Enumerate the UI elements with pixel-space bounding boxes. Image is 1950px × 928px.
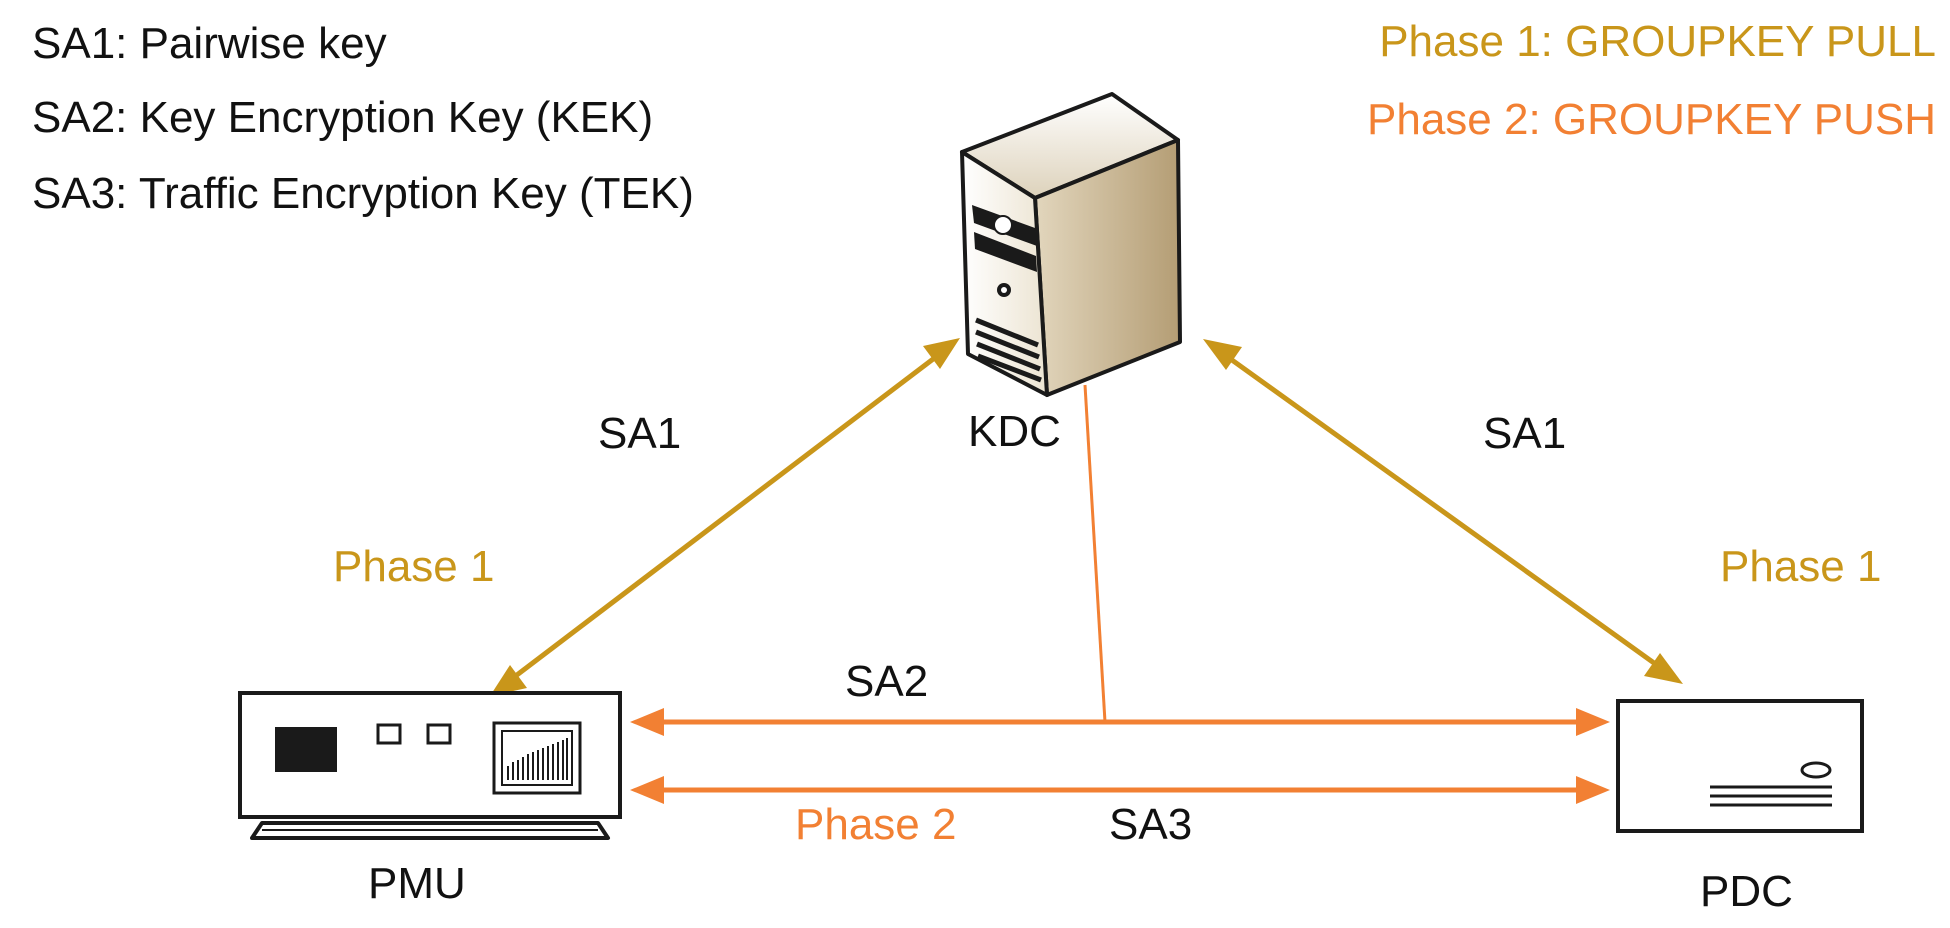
sa3-link (630, 776, 1610, 804)
legend-sa1: SA1: Pairwise key (32, 19, 387, 68)
arrowhead-icon (1576, 708, 1610, 736)
sa2-link (630, 708, 1610, 736)
kdc-pdc-link (1203, 339, 1683, 684)
pdc-device-icon (1616, 699, 1864, 833)
kdc-pmu-link (490, 338, 960, 696)
pmu-device-icon (238, 691, 622, 840)
kdc-pmu-sa-label: SA1 (598, 409, 682, 458)
sa3-label: SA3 (1109, 800, 1193, 849)
kdc-pdc-sa-label: SA1 (1483, 409, 1567, 458)
left-phase-label: Phase 1 (333, 542, 495, 591)
kdc-push-line (1083, 384, 1107, 723)
kdc-label: KDC (968, 407, 1061, 456)
arrowhead-icon (630, 776, 664, 804)
arrowhead-icon (630, 708, 664, 736)
pdc-label: PDC (1700, 867, 1793, 916)
arrowhead-icon (1203, 339, 1242, 370)
legend-sa3: SA3: Traffic Encryption Key (TEK) (32, 169, 694, 218)
right-phase-label: Phase 1 (1720, 542, 1882, 591)
phase1-title: Phase 1: GROUPKEY PULL (1379, 17, 1936, 66)
bottom-phase-label: Phase 2 (795, 800, 957, 849)
arrowhead-icon (923, 338, 960, 369)
arrowhead-icon (1576, 776, 1610, 804)
legend-sa2: SA2: Key Encryption Key (KEK) (32, 93, 654, 142)
arrowhead-icon (1644, 653, 1683, 684)
arrowhead-icon (490, 665, 527, 696)
pmu-label: PMU (368, 859, 466, 908)
kdc-server-icon (960, 92, 1182, 397)
phase2-title: Phase 2: GROUPKEY PUSH (1367, 95, 1936, 144)
sa2-label: SA2 (845, 657, 929, 706)
